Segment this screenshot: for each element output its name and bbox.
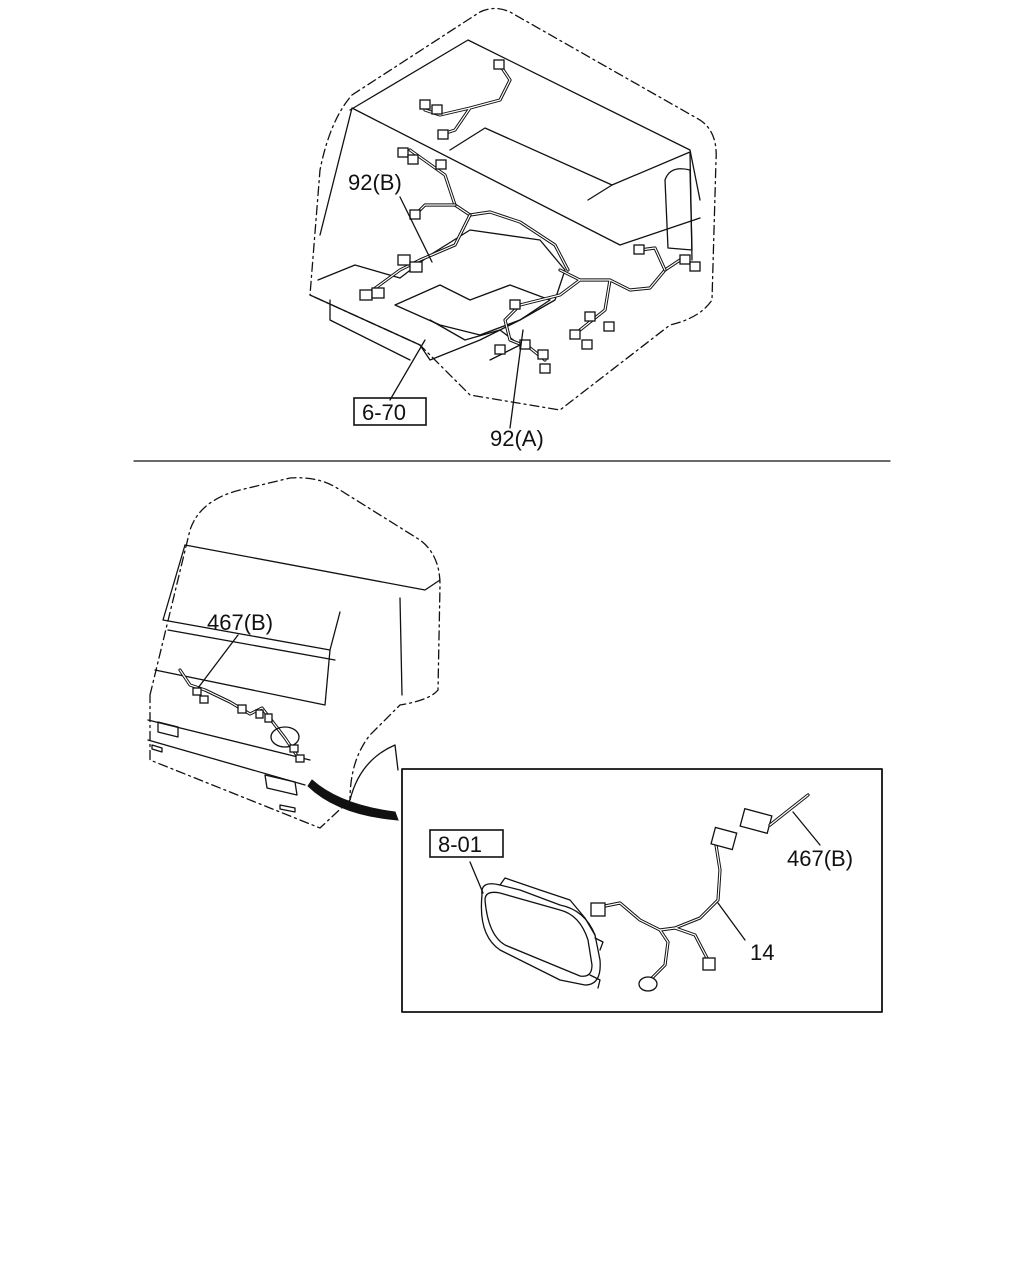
windshield-lower: [154, 629, 336, 706]
label-92b: 92(B): [348, 170, 402, 195]
leader-14: [717, 902, 746, 941]
connectors-detail: [590, 807, 773, 992]
leader-92a: [509, 329, 524, 429]
ref-box-6-70[interactable]: [353, 397, 427, 426]
detail-frame: [401, 768, 883, 1013]
fog-light-right: [279, 804, 296, 813]
leader-8-01: [469, 861, 484, 894]
headlamp-mount: [589, 937, 604, 989]
leader-92b: [399, 196, 433, 263]
headlamp-right-ext: [264, 774, 298, 796]
leader-467b-detail: [792, 811, 821, 846]
cab-side-window: [664, 168, 693, 251]
cab-roof-inner: [349, 39, 701, 201]
harness-14: [598, 843, 722, 982]
lamp-bulb-ext: [270, 726, 300, 748]
leader-6-70: [389, 339, 426, 401]
ref-box-8-01[interactable]: [429, 829, 504, 858]
wheel-arch: [349, 744, 399, 801]
dashboard-block: [394, 284, 551, 336]
cab-shell-outline: [309, 7, 717, 411]
door-edge: [399, 597, 403, 696]
connectors-exterior: [192, 687, 305, 763]
front-step: [309, 294, 421, 361]
cab-exterior-outline: [149, 477, 441, 829]
headlamp-top: [499, 877, 596, 936]
headlamp-lens: [484, 891, 593, 977]
label-6-70[interactable]: 6-70: [362, 400, 406, 425]
leader-467b-cab: [197, 634, 239, 689]
windshield-top: [184, 544, 441, 591]
label-92a: 92(A): [490, 426, 544, 451]
grille-slot-left: [157, 721, 179, 738]
connectors-interior: [359, 59, 701, 374]
detail-arrow: [307, 779, 399, 821]
detail-inset: 8-01 467(B) 14: [401, 768, 883, 1013]
label-467b-detail: 467(B): [787, 846, 853, 871]
headlamp-body: [480, 883, 601, 986]
label-467b-cab: 467(B): [207, 610, 273, 635]
cab-exterior-view: 467(B): [147, 477, 441, 829]
cab-interior-view: 92(B) 6-70 92(A): [309, 7, 717, 451]
label-14: 14: [750, 940, 774, 965]
fog-light-left: [151, 744, 163, 753]
label-8-01[interactable]: 8-01: [438, 832, 482, 857]
cab-rear-panel: [449, 127, 613, 201]
bumper-line: [147, 719, 311, 786]
harness-roof: [423, 63, 512, 137]
floor-tunnel: [429, 319, 521, 361]
